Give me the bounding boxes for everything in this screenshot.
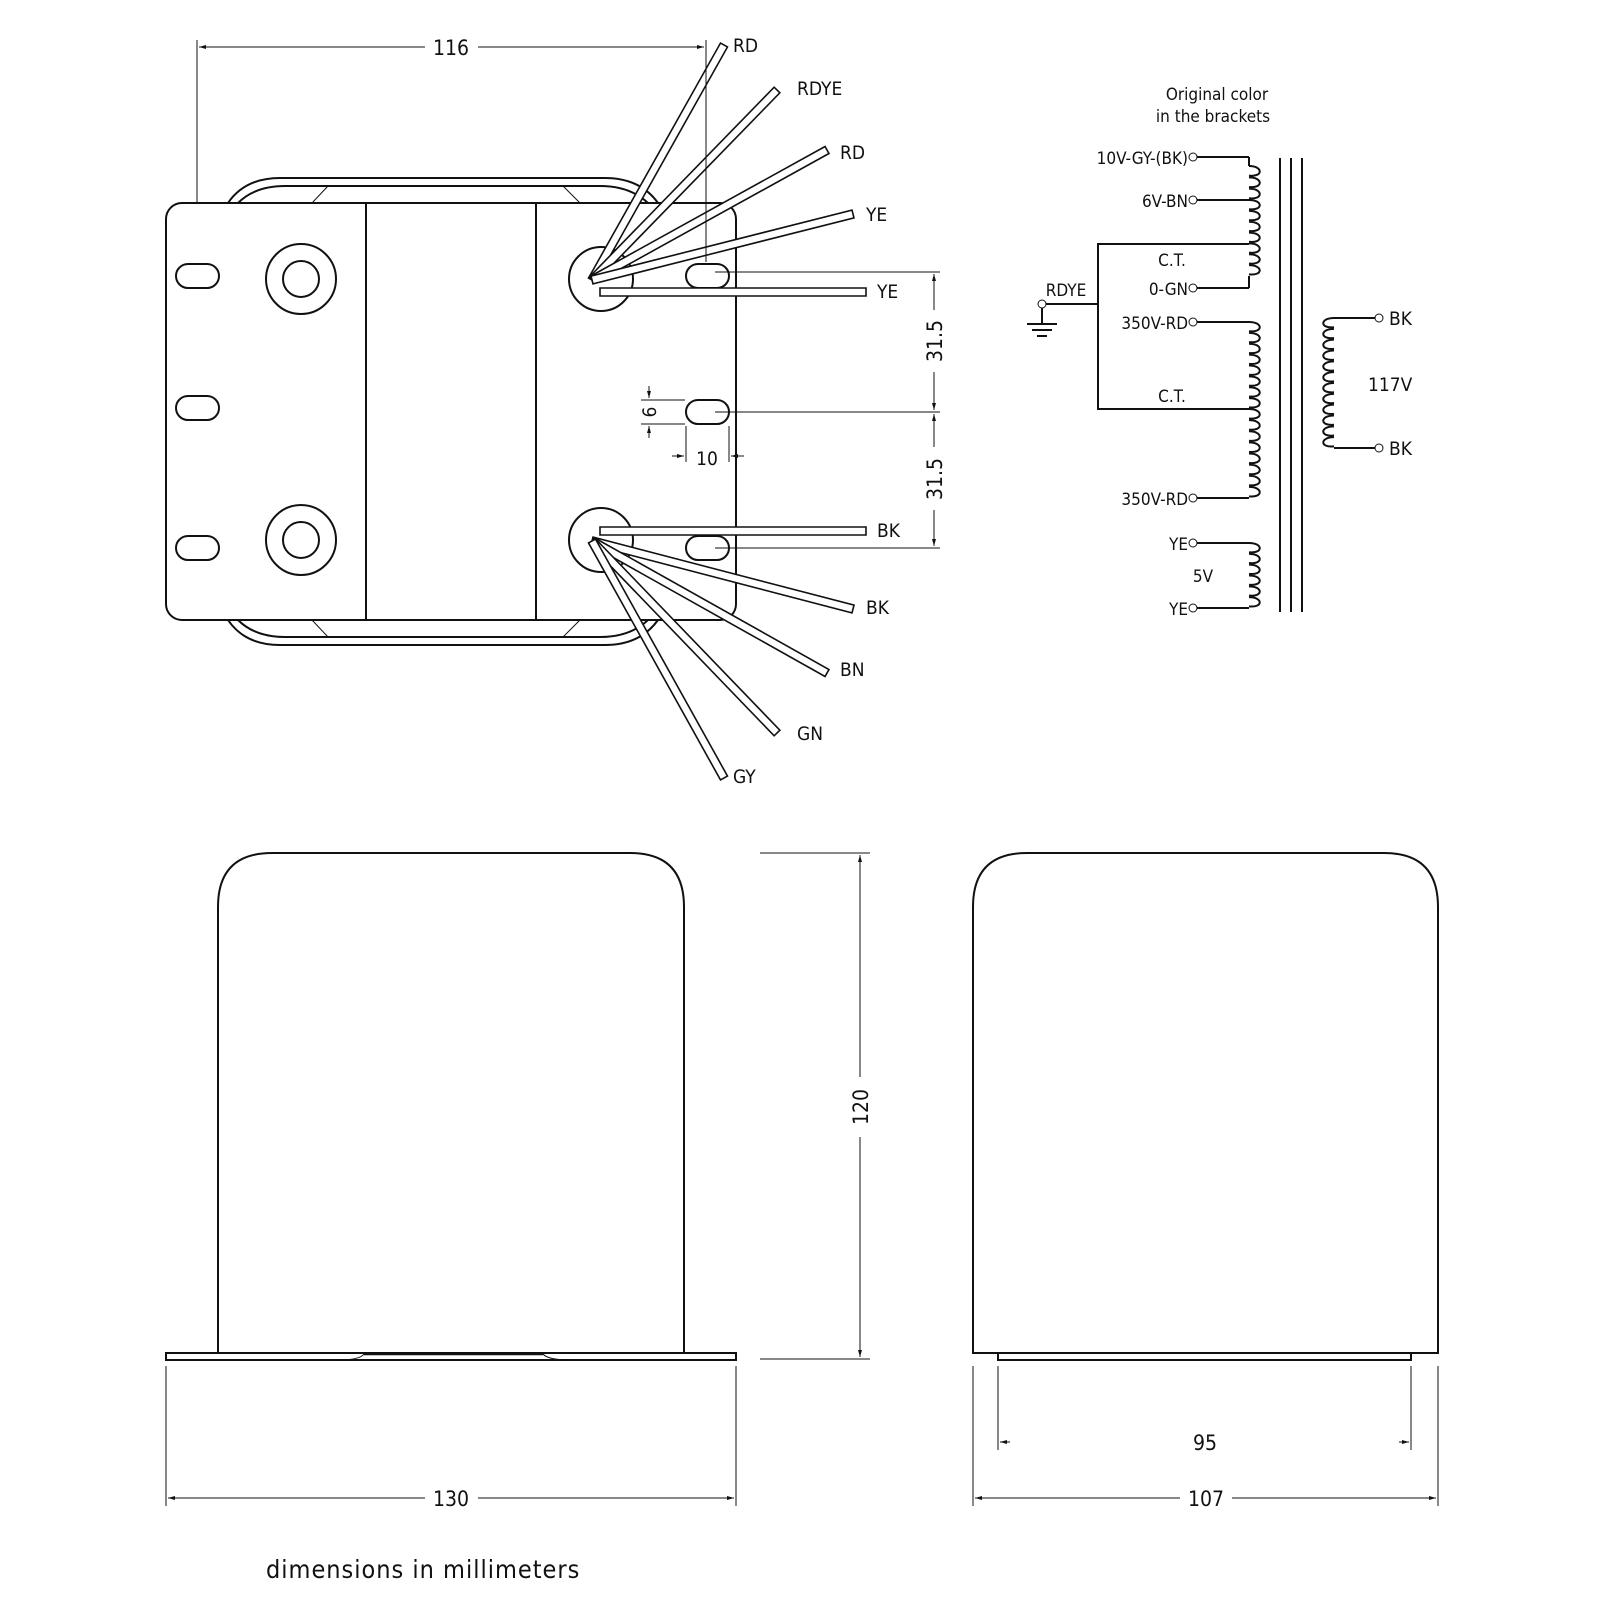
dimension-95: 95 [997, 1366, 1412, 1455]
wire-label: BK [877, 520, 901, 542]
coil-winding [1249, 166, 1260, 200]
svg-text:6V-BN: 6V-BN [1142, 192, 1188, 212]
svg-text:BK: BK [1389, 308, 1413, 330]
svg-text:350V-RD: 350V-RD [1121, 490, 1188, 510]
svg-text:116: 116 [433, 36, 469, 60]
svg-text:C.T.: C.T. [1158, 251, 1186, 271]
coil-winding [1249, 409, 1260, 498]
svg-text:RDYE: RDYE [1046, 281, 1086, 301]
lead-wire [587, 537, 729, 782]
lead-wire [599, 526, 867, 536]
svg-text:YE: YE [1168, 535, 1188, 555]
wire-label: YE [876, 281, 898, 303]
svg-text:5V: 5V [1193, 567, 1214, 587]
dimension-slot: 6 10 [639, 386, 744, 470]
coil-winding [1249, 543, 1260, 608]
wire-label: GY [733, 766, 756, 788]
wire-label: GN [797, 723, 823, 745]
lead-wire [590, 209, 855, 285]
svg-text:BK: BK [1389, 438, 1413, 460]
svg-text:31.5: 31.5 [923, 320, 947, 362]
svg-text:107: 107 [1188, 1487, 1224, 1511]
side-view [972, 852, 1439, 1361]
dimension-107: 107 [972, 1366, 1439, 1511]
svg-text:0-GN: 0-GN [1149, 280, 1188, 300]
svg-text:130: 130 [433, 1487, 469, 1511]
dimension-31-5: 31.5 31.5 [715, 271, 947, 549]
coil-winding [1249, 200, 1260, 276]
coil-winding [1323, 318, 1334, 448]
wire-label: YE [865, 204, 887, 226]
front-view [165, 852, 737, 1361]
wire-label: RD [733, 35, 758, 57]
svg-text:10: 10 [696, 448, 718, 470]
svg-text:C.T.: C.T. [1158, 387, 1186, 407]
wire-label: RD [840, 142, 865, 164]
dimension-130: 130 [165, 1366, 737, 1511]
svg-text:120: 120 [849, 1089, 873, 1125]
coil-winding [1249, 322, 1260, 409]
dimension-116: 116 [196, 36, 707, 262]
lead-wire [599, 287, 867, 297]
svg-text:6: 6 [639, 407, 661, 418]
bottom-lead-wires [587, 526, 867, 782]
wire-label: BK [866, 597, 890, 619]
wire-label: BN [840, 659, 865, 681]
schematic-note: in the brackets [1156, 107, 1270, 127]
wire-label: RDYE [797, 78, 842, 100]
schematic-note: Original color [1166, 85, 1269, 105]
svg-text:YE: YE [1168, 600, 1188, 620]
dimension-120: 120 [760, 852, 873, 1360]
svg-text:31.5: 31.5 [923, 458, 947, 500]
wiring-schematic: Original color in the brackets 10V-GY-(B… [1027, 85, 1413, 620]
svg-text:10V-GY-(BK): 10V-GY-(BK) [1097, 149, 1188, 169]
top-lead-wires [587, 41, 867, 297]
svg-text:117V: 117V [1368, 374, 1413, 396]
units-footnote: dimensions in millimeters [266, 1555, 580, 1584]
svg-text:350V-RD: 350V-RD [1121, 314, 1188, 334]
svg-text:95: 95 [1193, 1431, 1217, 1455]
